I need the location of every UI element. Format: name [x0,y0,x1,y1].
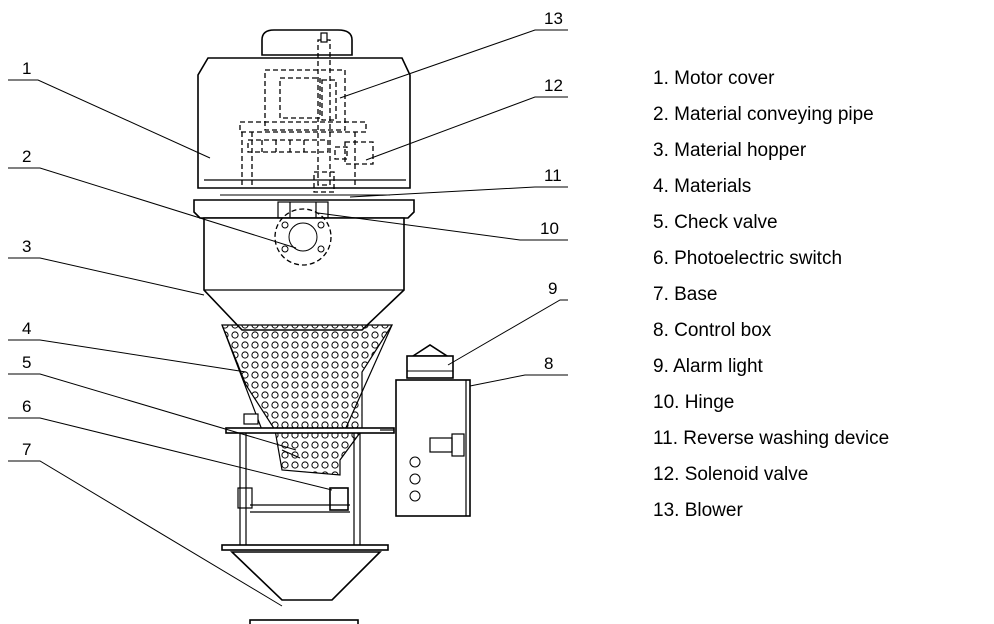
alarm-light [406,344,454,379]
hinge [277,201,329,219]
control-box [380,379,471,517]
legend-item-13: 13. Blower [653,500,743,521]
motor-cover [197,29,411,189]
blower [239,32,367,193]
material-conveying-pipe [274,208,332,266]
callout-2: 2 [22,147,31,166]
legend-item-1: 1. Motor cover [653,68,775,89]
callout-6: 6 [22,397,31,416]
legend-item-9: 9. Alarm light [653,356,764,377]
legend-item-12: 12. Solenoid valve [653,464,808,485]
legend-item-4: 4. Materials [653,176,751,197]
legend-item-7: 7. Base [653,284,717,305]
legend-item-11: 11. Reverse washing device [653,428,889,449]
solenoid-valve [334,141,374,165]
callout-10: 10 [540,219,559,238]
callout-numbers: 1 2 3 4 5 6 7 8 9 10 11 12 13 [22,9,563,459]
callout-7: 7 [22,440,31,459]
legend-item-10: 10. Hinge [653,392,734,413]
callout-5: 5 [22,353,31,372]
callout-1: 1 [22,59,31,78]
material-hopper [203,217,405,331]
photoelectric-switch [250,487,350,513]
callout-12: 12 [544,76,563,95]
callout-9: 9 [548,279,557,298]
legend-item-6: 6. Photoelectric switch [653,248,842,269]
materials [221,324,394,476]
legend-item-5: 5. Check valve [653,212,778,233]
callout-8: 8 [544,354,553,373]
reverse-washing-device [193,194,415,219]
legend-item-3: 3. Material hopper [653,140,807,161]
legend-item-8: 8. Control box [653,320,772,341]
callout-3: 3 [22,237,31,256]
legend-item-2: 2. Material conveying pipe [653,104,874,125]
callout-13: 13 [544,9,563,28]
callout-4: 4 [22,319,31,338]
check-valve [281,449,301,459]
leader-lines [8,29,568,607]
legend: 1. Motor cover 2. Material conveying pip… [653,68,889,521]
callout-11: 11 [544,166,562,185]
